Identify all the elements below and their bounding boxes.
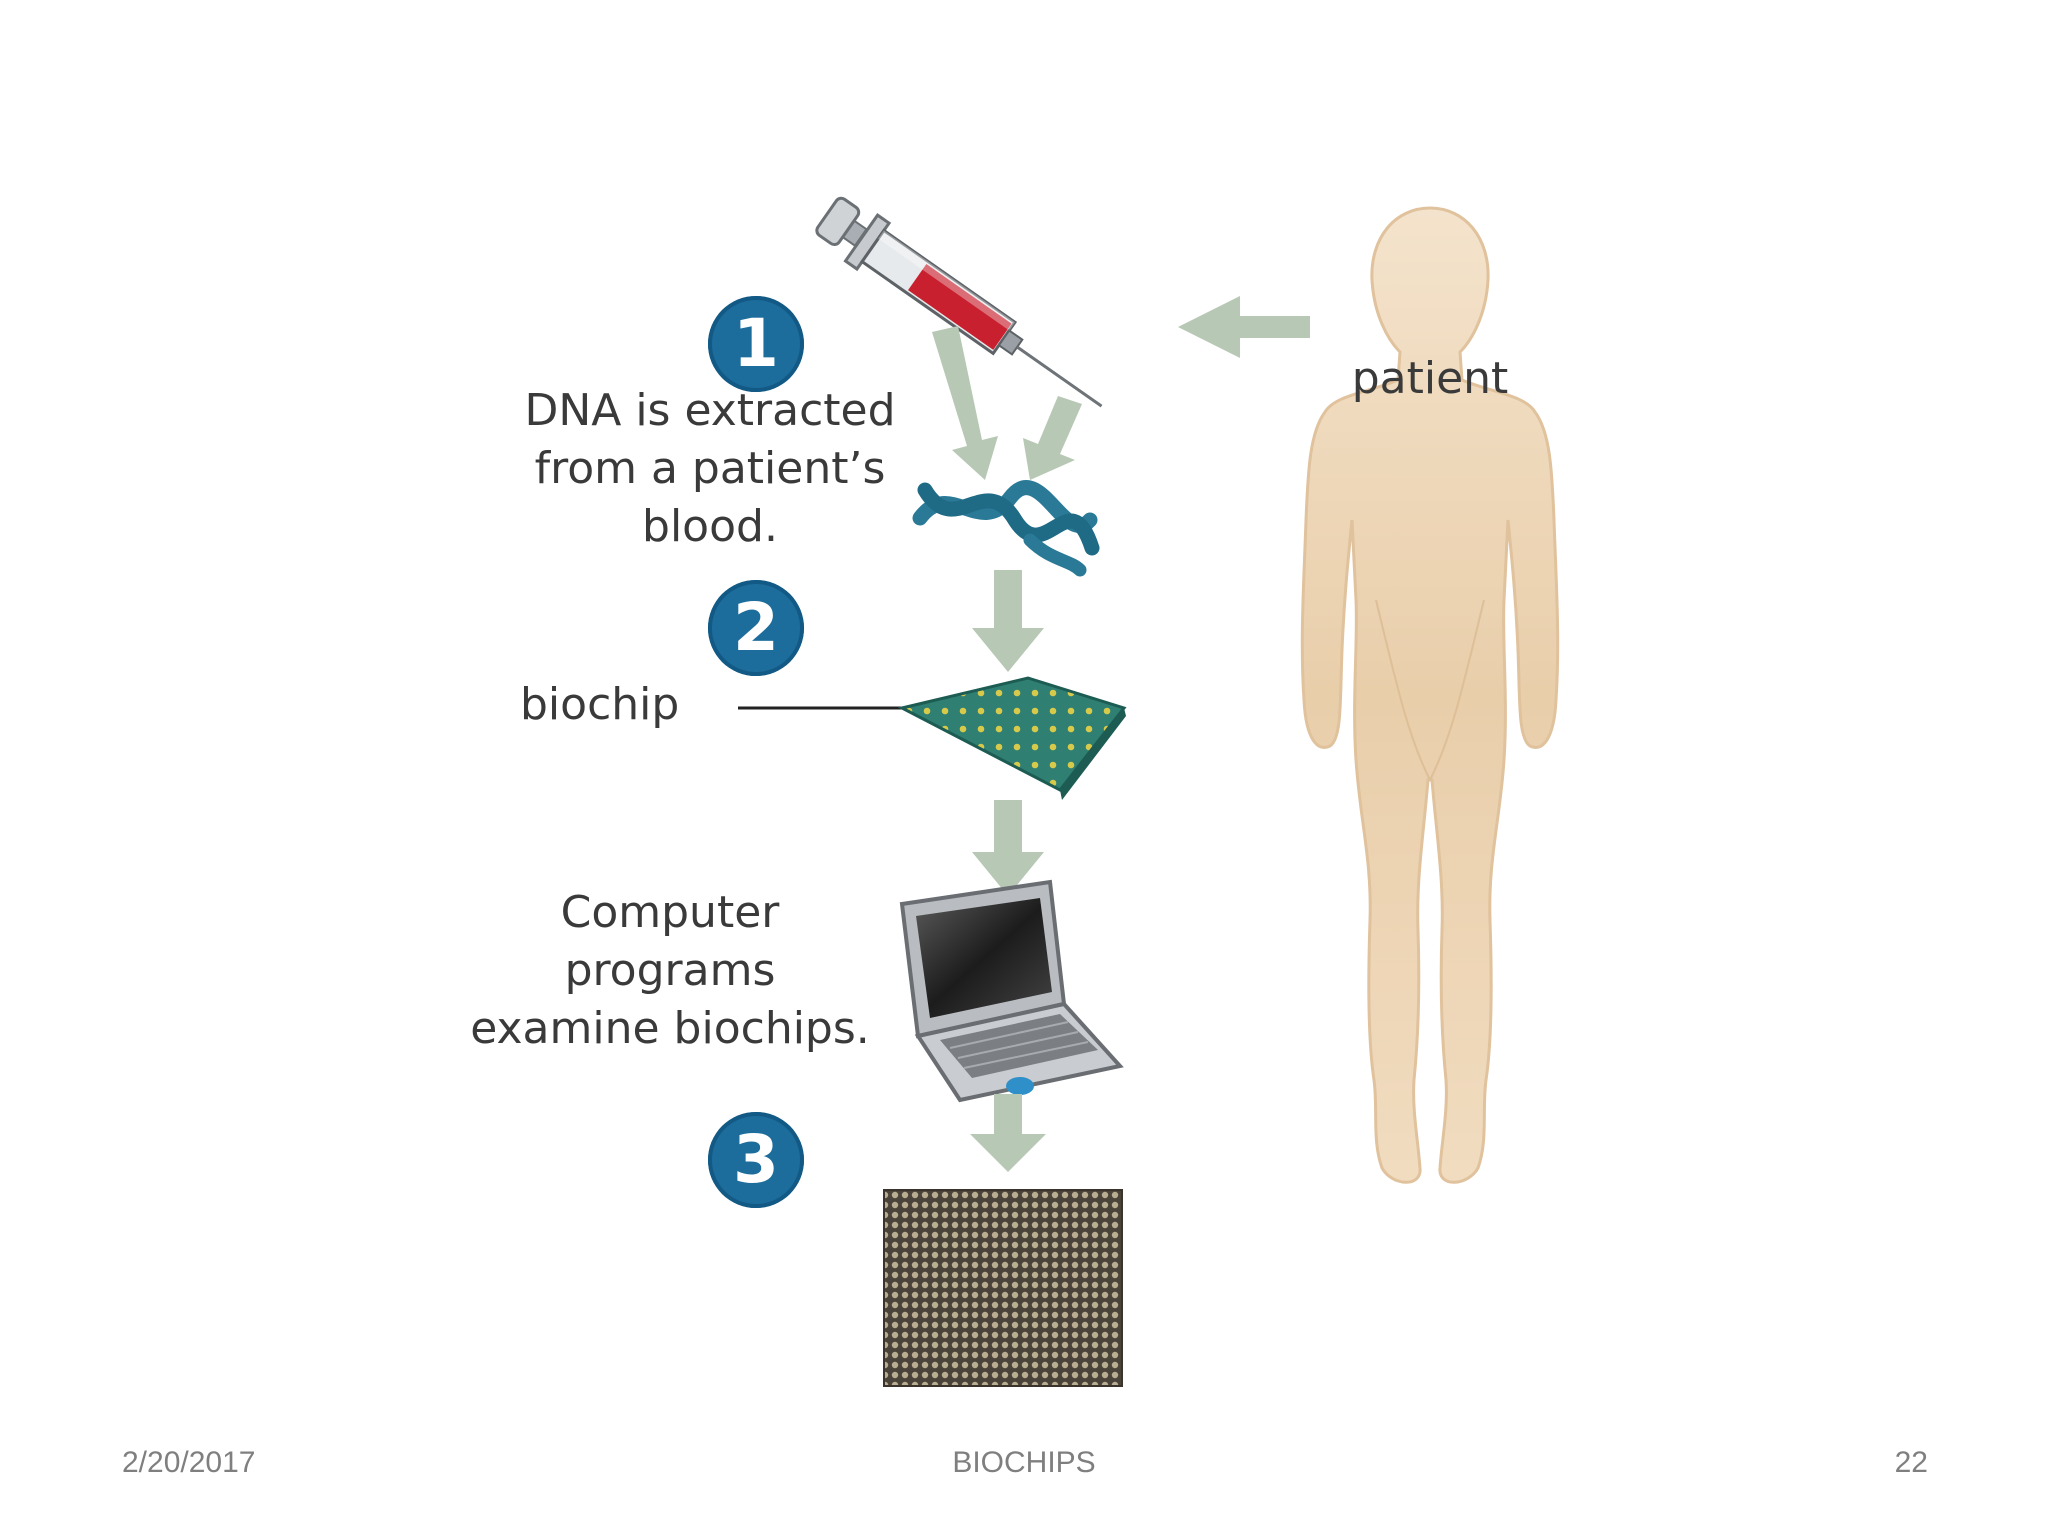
arrow-icon <box>972 570 1044 672</box>
step-1-text: DNA is extracted from a patient’s blood. <box>524 385 896 552</box>
arrow-icon <box>1178 296 1310 358</box>
step-2-text: biochip <box>520 679 680 730</box>
step-3-badge: 3 <box>708 1112 804 1208</box>
footer-title: BIOCHIPS <box>952 1446 1096 1479</box>
microarray-grid-icon <box>883 1189 1123 1387</box>
footer-page-number: 22 <box>1894 1446 1928 1479</box>
patient-label: patient <box>1351 353 1509 404</box>
step-3-text: Computer programs examine biochips. <box>470 887 870 1054</box>
laptop-icon <box>899 879 1124 1103</box>
footer-date: 2/20/2017 <box>122 1446 256 1479</box>
patient-silhouette-icon <box>1300 206 1560 1184</box>
arrow-icon <box>970 1094 1046 1172</box>
arrow-icon <box>932 326 1082 480</box>
arrow-icon <box>972 800 1044 896</box>
dna-helix-icon <box>912 480 1100 577</box>
biochip-icon <box>897 676 1127 800</box>
step-1-badge: 1 <box>708 296 804 392</box>
syringe-icon <box>815 196 1103 408</box>
step-2-badge: 2 <box>708 580 804 676</box>
